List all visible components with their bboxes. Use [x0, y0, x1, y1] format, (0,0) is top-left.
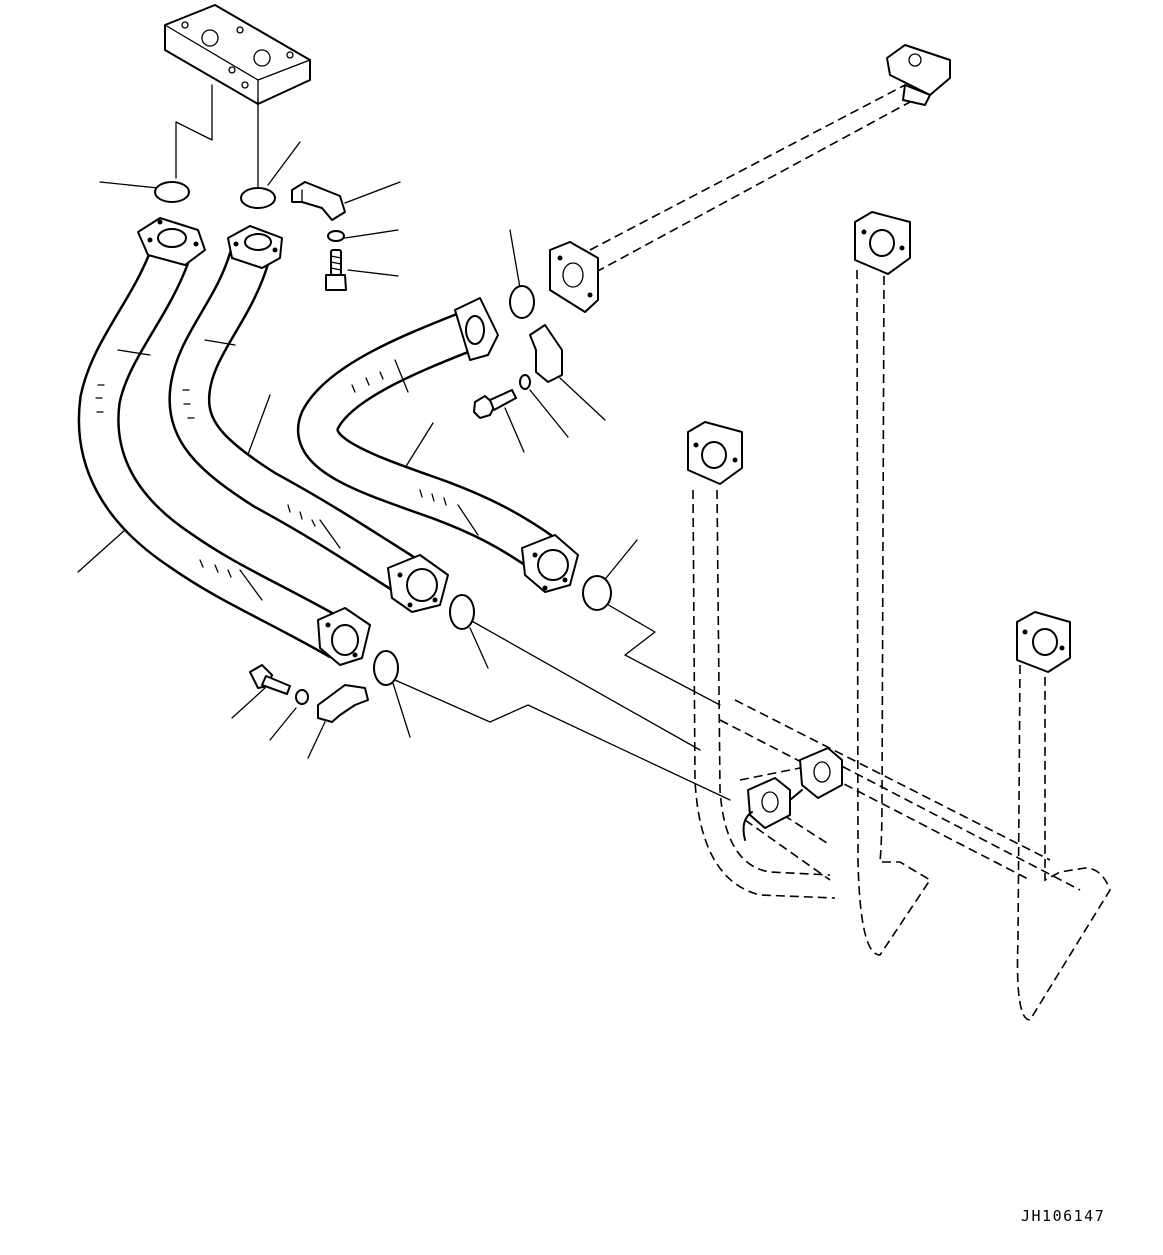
washer — [519, 374, 531, 390]
o-ring — [509, 285, 535, 319]
pipe-junction — [742, 747, 843, 841]
hose-flange-top-2 — [227, 225, 283, 269]
hose-3 — [296, 310, 558, 573]
hose-flange-bottom-2 — [387, 554, 449, 613]
hose-flange-top-1 — [137, 217, 206, 266]
pipe-flange-vertical-left — [687, 421, 743, 485]
pipe-flange-vertical-right — [1016, 611, 1071, 673]
o-ring — [449, 594, 475, 630]
o-ring — [154, 181, 190, 203]
hose-2 — [168, 248, 422, 596]
bolt — [249, 664, 291, 695]
washer — [295, 689, 309, 705]
drawing-code: JH106147 — [1021, 1207, 1106, 1225]
bolt — [325, 249, 347, 291]
leader-lines — [77, 84, 731, 801]
valve-block — [164, 4, 311, 105]
o-ring — [373, 650, 399, 686]
split-flange-half — [529, 324, 563, 383]
pipe-flange-mid-left — [549, 241, 599, 313]
split-flange-half — [317, 684, 369, 723]
hose-flange-top-3 — [454, 297, 499, 361]
pipe-routes-dashed — [589, 84, 1111, 1021]
pipe-flange-top-right — [886, 44, 951, 106]
o-ring — [582, 575, 612, 611]
split-flange-half — [291, 181, 346, 221]
hose-1 — [77, 247, 351, 659]
bolt — [473, 389, 517, 419]
pipe-flange-vertical-middle — [854, 211, 911, 275]
hose-flange-bottom-3 — [521, 534, 579, 593]
washer — [327, 230, 345, 242]
hose-flange-bottom-1 — [317, 607, 371, 666]
o-ring — [240, 187, 276, 209]
